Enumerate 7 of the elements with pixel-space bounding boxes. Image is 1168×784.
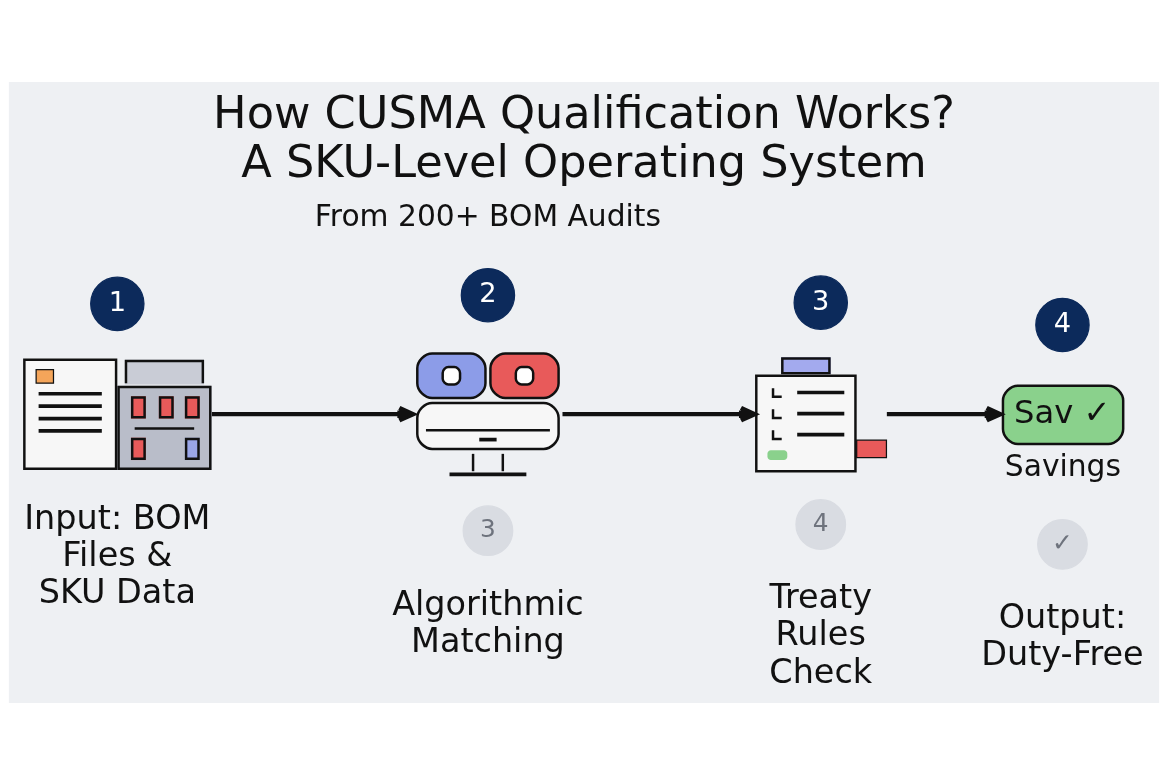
label: Algorithmic Matching [392, 583, 584, 660]
diagram-title: How CUSMA Qualification Works? A SKU-Level Operating System [213, 86, 955, 188]
label: From 200+ BOM Audits [314, 197, 661, 233]
label: Treaty Rules Check [769, 576, 873, 691]
label: Input: BOM Files & SKU Data [24, 497, 211, 611]
node-label: Savings [1004, 447, 1121, 483]
label: Output: Duty-Free [981, 596, 1144, 673]
